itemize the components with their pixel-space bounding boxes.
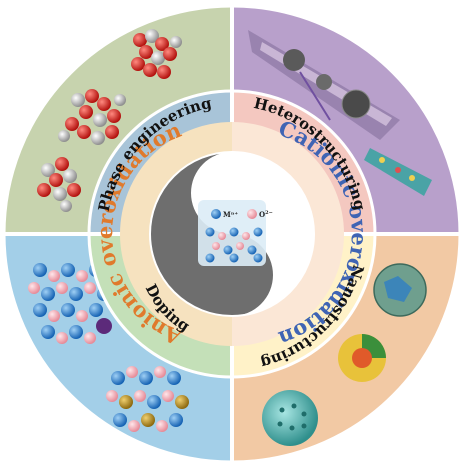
phase-structure-illustration	[37, 29, 182, 212]
metal-ion-label: Mⁿ⁺	[223, 210, 238, 219]
oxygen-ion-label: O2−	[259, 210, 273, 219]
metal-ion-icon	[211, 209, 221, 219]
heterostructure-illustration	[248, 30, 432, 196]
oxygen-ion-icon	[247, 209, 257, 219]
central-crystal: Mⁿ⁺ O2−	[198, 200, 273, 266]
nanostructure-illustration	[262, 263, 427, 446]
doping-illustration	[28, 263, 189, 432]
